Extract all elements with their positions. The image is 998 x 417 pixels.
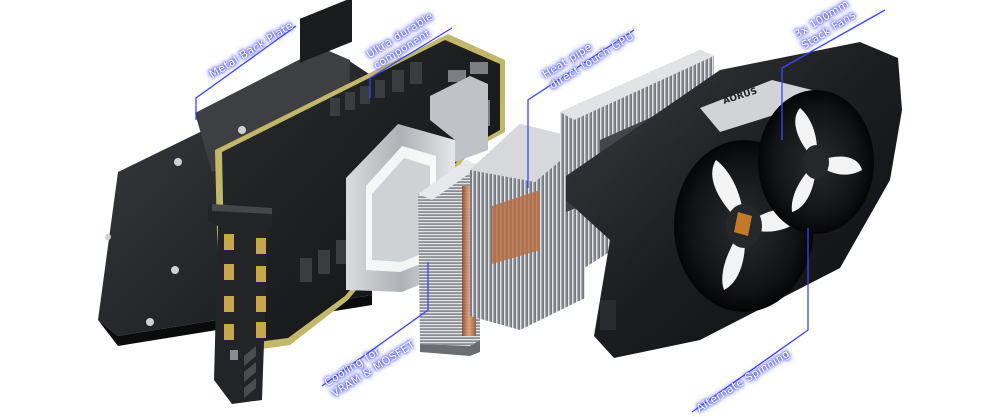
vram-leader [321,262,429,387]
backplate-leader [195,25,297,120]
heatpipe-leader [527,29,635,188]
io-bracket [208,204,272,404]
fans-leader [781,9,886,140]
heatpipe-heatsink [470,124,585,330]
spinning-leader [691,228,809,413]
cooling-fan-right [758,90,874,234]
components-leader [369,27,453,98]
